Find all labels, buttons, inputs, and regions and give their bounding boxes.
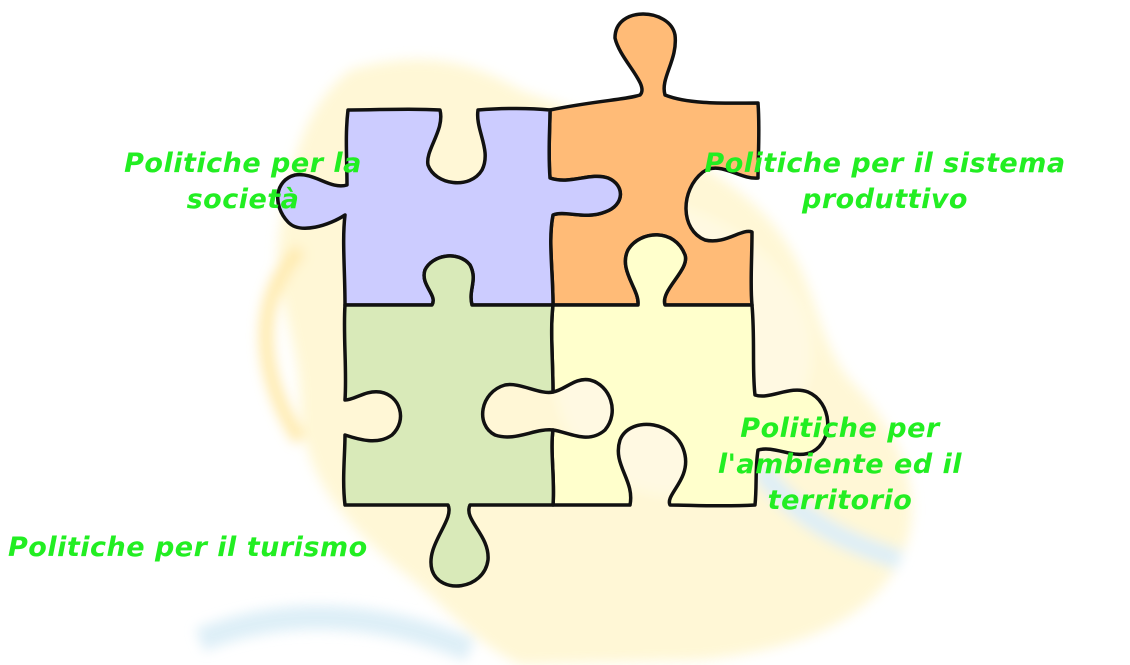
puzzle-piece-bottom-left — [341, 254, 556, 588]
label-environment: Politiche per l'ambiente ed il territori… — [665, 411, 1015, 519]
puzzle-piece-top-left — [276, 106, 623, 307]
label-tourism-line1: Politiche per il turismo — [8, 532, 368, 563]
label-tourism: Politiche per il turismo — [8, 530, 368, 566]
puzzle-piece-bottom-right — [549, 233, 830, 508]
label-environment-line2: l'ambiente ed il — [717, 449, 963, 480]
label-production-line1: Politiche per il sistema — [704, 148, 1066, 179]
label-production: Politiche per il sistema produttivo — [645, 146, 1125, 218]
label-environment-line3: territorio — [767, 485, 913, 516]
label-society: Politiche per la società — [78, 146, 408, 218]
label-environment-line1: Politiche per — [740, 413, 940, 444]
label-production-line2: produttivo — [802, 184, 968, 215]
label-society-line1: Politiche per la — [124, 148, 362, 179]
label-society-line2: società — [186, 184, 300, 215]
